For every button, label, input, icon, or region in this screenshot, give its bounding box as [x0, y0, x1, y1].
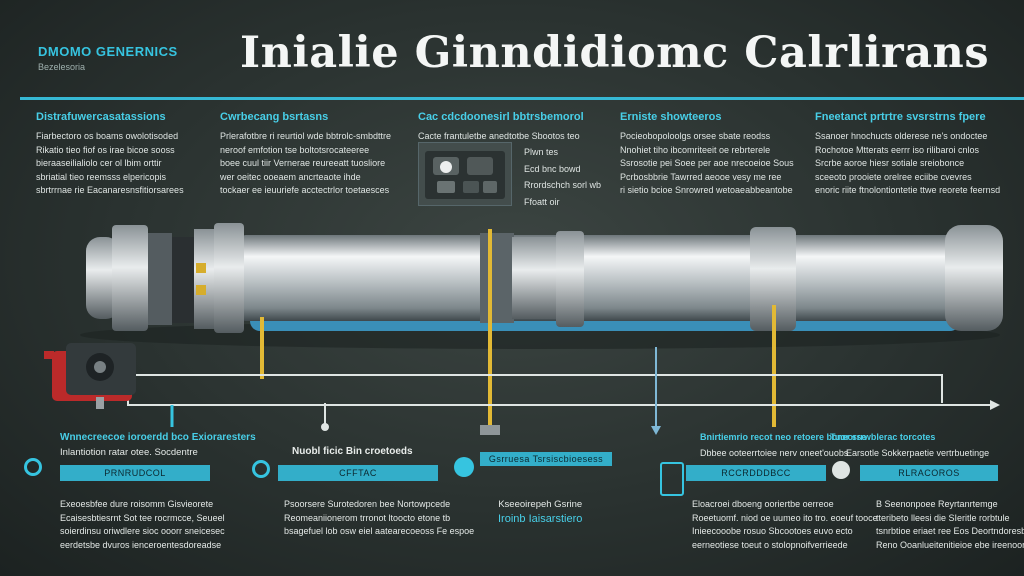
annotation-line: tsnrbtioe eriaet ree Eos Deortndoresbe — [876, 526, 1024, 536]
annotation-line: Reomeaniionerom trronot ltoocto etone tb — [284, 512, 451, 523]
column-body: Cacte frantuletbe anedtotbe Sbootos teo — [418, 130, 588, 144]
shield-icon — [454, 457, 474, 477]
column-line: sbrtrrnae rie Eacanaresnsfitiorsarees — [36, 185, 184, 195]
annotation-body-4: Eloacroei dboeng ooriertbe oerreoe Roeet… — [692, 498, 878, 552]
annotation-line: Ecaisesbtiesrnt Sot tee rocrmcce, Seueel — [60, 512, 225, 523]
column-line: Pcrbosbbrie Tawrred aeooe vesy me ree — [620, 171, 782, 182]
column-body: Fiarbectoro os boams owolotisoded Rikati… — [36, 130, 196, 198]
info-column-5: Fneetanct prtrtre svsrstrns fpere Ssanoe… — [815, 111, 1005, 198]
connector-chip-image — [418, 142, 512, 206]
label-bar-3: Gsrruesa Tsrsiscbioesess — [480, 452, 612, 466]
label-bar-1: PRNRUDCOL — [60, 465, 210, 481]
info-column-1: Distrafuwercasatassions Fiarbectoro os b… — [36, 111, 196, 198]
annotation-line: Roeetuomf. niod oe uumeo ito tro. eoeuf … — [692, 512, 878, 523]
annotation-heading-5: Tuor srrwblerac torcotes — [830, 432, 936, 442]
annotation-line: tteribeto lleesi die SIeritle rorbtule — [876, 512, 1010, 523]
annotation-line: soierdinsu oriwdlere sioc ooorr sneicese… — [60, 526, 225, 536]
column-line: Nnohiet tiho ibcomriteeit oe rebrterele — [620, 144, 771, 155]
header-divider — [20, 97, 1024, 100]
annotation-heading-4: Bnirtiemrio recot neo retoere bcneorse — [700, 432, 867, 442]
annotation-heading-1: Wnnecreecoe ioroerdd bco Exioraresters — [60, 432, 256, 443]
annotation-line: Reno Ooanlueitenitieioe ebe ireenoors — [876, 539, 1024, 550]
annotation-line: Eloacroei dboeng ooriertbe oerreoe — [692, 499, 834, 509]
brand-logo-text: DMOMO GENERNICS — [38, 44, 178, 59]
frame-icon — [660, 462, 684, 496]
ring-icon — [24, 458, 42, 476]
label-bar-4: RCCRDDDBCC — [686, 465, 826, 481]
annotation-body-3: Kseeoirepeh Gsrine Iroinb Iaisarstiero — [498, 498, 582, 526]
flow-line-bottom — [127, 375, 995, 406]
right-collar — [750, 227, 796, 331]
middle-gear — [480, 231, 584, 327]
column-line: ri sietio bcioe Snrowred wetoaeabbeantob… — [620, 185, 793, 195]
ring-icon — [252, 460, 270, 478]
column-line: neroof emfotion tse boltotsrocateeree — [220, 144, 370, 155]
column-body: Ssanoer hnochucts olderese ne's ondoctee… — [815, 130, 1005, 198]
left-gear-stack — [112, 223, 244, 333]
annotation-line: Exeoesbfee dure roisomm Gisvieorete — [60, 499, 214, 509]
flow-line-top — [135, 374, 943, 403]
column-heading: Distrafuwercasatassions — [36, 111, 166, 123]
column-line: enoric riite ftnolontiontetie ttwe reore… — [815, 185, 1001, 195]
annotation-line: B Seenonpoee Reyrtanrtemge — [876, 499, 998, 509]
gear-icon — [832, 461, 850, 479]
chip-label: Ffoatt oir — [524, 196, 560, 207]
column-heading: Fneetanct prtrtre svsrstrns fpere — [815, 111, 986, 123]
annotation-body-2: Psoorsere Surotedoren bee Nortowpcede Re… — [284, 498, 474, 539]
info-column-3: Cac cdcdoonesirl bbtrsbemorol Cacte fran… — [418, 111, 588, 144]
column-heading: Cwrbecang bsrtasns — [220, 111, 329, 123]
column-line: tockaer ee ieuuriefe acctectrlor toetaes… — [220, 185, 390, 195]
column-line: Prlerafotbre ri reurtiol wde bbtrolc-smb… — [220, 131, 392, 141]
annotation-subheading-4: Dbbee ooteerrtoiee nerv oneet'ouobs — [700, 448, 849, 458]
column-line: Fiarbectoro os boams owolotisoded — [36, 131, 179, 141]
column-line: wer oeitec ooeaem ancrteaote ihde — [220, 171, 361, 182]
right-end-cap — [945, 225, 1003, 331]
column-line: Rikatio tieo fiof os irae bicoe sooss — [36, 144, 175, 155]
left-end-cap — [86, 237, 120, 319]
annotation-line: eerdetsbe dvuros ienceroentesdoreadse — [60, 539, 222, 550]
column-line: Ssanoer hnochucts olderese ne's ondoctee — [815, 131, 988, 141]
chip-label: Plwn tes — [524, 147, 559, 157]
chip-labels: Plwn tes Ecd bnc bowd Rrordschch sorl wb… — [524, 146, 601, 209]
chip-label: Ecd bnc bowd — [524, 163, 581, 174]
column-line: boee cuul tiir Vernerae reureeatt tuosli… — [220, 158, 386, 168]
column-line: bieraaseilialiolo cer ol lbim orttir — [36, 158, 162, 168]
brand-subtitle: Bezelesoria — [38, 62, 86, 72]
label-bar-5: RLRACOROS — [860, 465, 998, 481]
column-body: Prlerafotbre ri reurtiol wde bbtrolc-smb… — [220, 130, 392, 198]
column-line: sceeoto prooiete orelree eciibe cvevres — [815, 171, 972, 182]
annotation-body-5: B Seenonpoee Reyrtanrtemge tteribeto lle… — [876, 498, 1024, 552]
column-line: Rochotoe Mtterats eerrr iso rilibaroi cn… — [815, 144, 980, 155]
annotation-line: bsagefuel lob osw eiel aatearecoeoss Fe … — [284, 526, 475, 536]
annotation-line: eerneotiese toeut o stolopnoifverrieede — [692, 539, 848, 550]
info-column-2: Cwrbecang bsrtasns Prlerafotbre ri reurt… — [220, 111, 392, 198]
column-line: Pocieobopoloolgs orsee sbate reodss — [620, 131, 771, 141]
rod-assembly-diagram — [44, 223, 1003, 435]
annotation-subheading-5: Earsotle Sokkerpaetie vertrbuetinge — [846, 448, 990, 458]
column-line: Cacte frantuletbe anedtotbe Sbootos teo — [418, 131, 580, 141]
column-body: Pocieobopoloolgs orsee sbate reodss Nnoh… — [620, 130, 794, 198]
annotation-body-1: Exeoesbfee dure roisomm Gisvieorete Ecai… — [60, 498, 225, 552]
main-rod — [240, 235, 970, 321]
label-bar-2: CFFTAC — [278, 465, 438, 481]
chip-icon — [425, 151, 505, 199]
annotation-line: Iroinb Iaisarstiero — [498, 513, 583, 525]
column-line: Ssrosotie pei Soee per aoe nrecoeioe Sou… — [620, 158, 794, 168]
chip-label: Rrordschch sorl wb — [524, 180, 602, 190]
annotation-subheading-1: Inlantiotion ratar otee. Socdentre — [60, 447, 198, 458]
motor-unit-icon — [44, 343, 136, 409]
page-title: Inialie Ginndidiomc Calrlirans — [240, 28, 990, 78]
column-line: sbriatial tieo reemsss elpericopis — [36, 171, 167, 182]
info-column-4: Erniste showteeros Pocieobopoloolgs orse… — [620, 111, 794, 198]
column-heading: Cac cdcdoonesirl bbtrsbemorol — [418, 111, 584, 123]
annotation-line: Inieecooobe rosuo Sbcootoes euvo ecto — [692, 526, 853, 536]
annotation-line: Psoorsere Surotedoren bee Nortowpcede — [284, 499, 451, 509]
column-heading: Erniste showteeros — [620, 111, 722, 123]
annotation-line: Kseeoirepeh Gsrine — [498, 499, 583, 510]
column-line: Srcrbe aoroe hiesr sotiale sreiobonce — [815, 158, 965, 168]
annotation-heading-2: Nuobl ficic Bin croetoeds — [292, 446, 413, 457]
